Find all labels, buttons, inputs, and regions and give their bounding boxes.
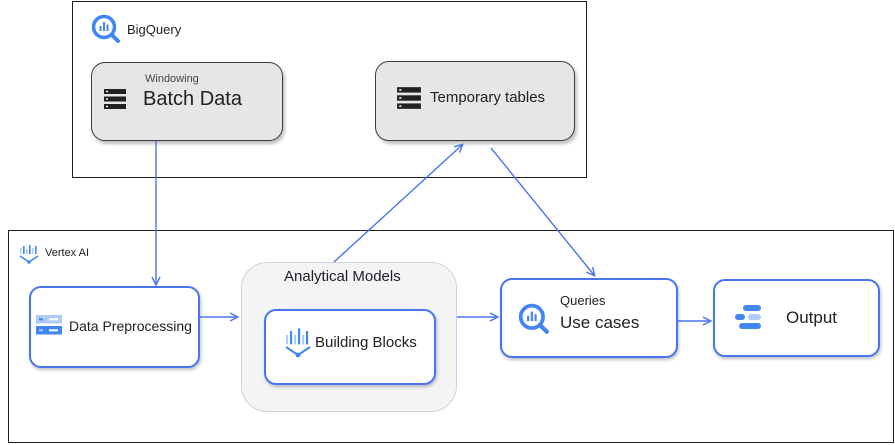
batch-data-label: Batch Data xyxy=(143,88,242,110)
bigquery-icon xyxy=(518,303,549,334)
storage-icon xyxy=(36,315,62,335)
data-preprocessing-label: Data Preprocessing xyxy=(69,318,192,334)
batch-data-subtitle: Windowing xyxy=(145,73,199,85)
building-blocks-label: Building Blocks xyxy=(315,334,417,351)
bigquery-icon xyxy=(91,14,120,43)
arrow-temp-tables-to-use-cases xyxy=(490,147,594,275)
building-blocks-node[interactable] xyxy=(264,309,436,385)
temporary-tables-node[interactable] xyxy=(375,61,575,141)
analytical-models-title: Analytical Models xyxy=(284,268,401,285)
arrow-models-to-temp-tables xyxy=(333,145,462,263)
vertex-ai-icon xyxy=(285,328,311,358)
output-label: Output xyxy=(786,308,838,327)
use-cases-label: Use cases xyxy=(560,313,640,332)
bigquery-title: BigQuery xyxy=(127,22,182,37)
vertex-ai-icon xyxy=(19,245,39,264)
database-icon xyxy=(104,89,126,109)
database-icon xyxy=(397,87,421,109)
temporary-tables-label: Temporary tables xyxy=(430,89,546,106)
dashboard-icon xyxy=(735,305,761,329)
queries-subtitle: Queries xyxy=(560,293,606,308)
vertex-ai-title: Vertex AI xyxy=(45,247,90,259)
use-cases-node[interactable] xyxy=(500,278,678,358)
